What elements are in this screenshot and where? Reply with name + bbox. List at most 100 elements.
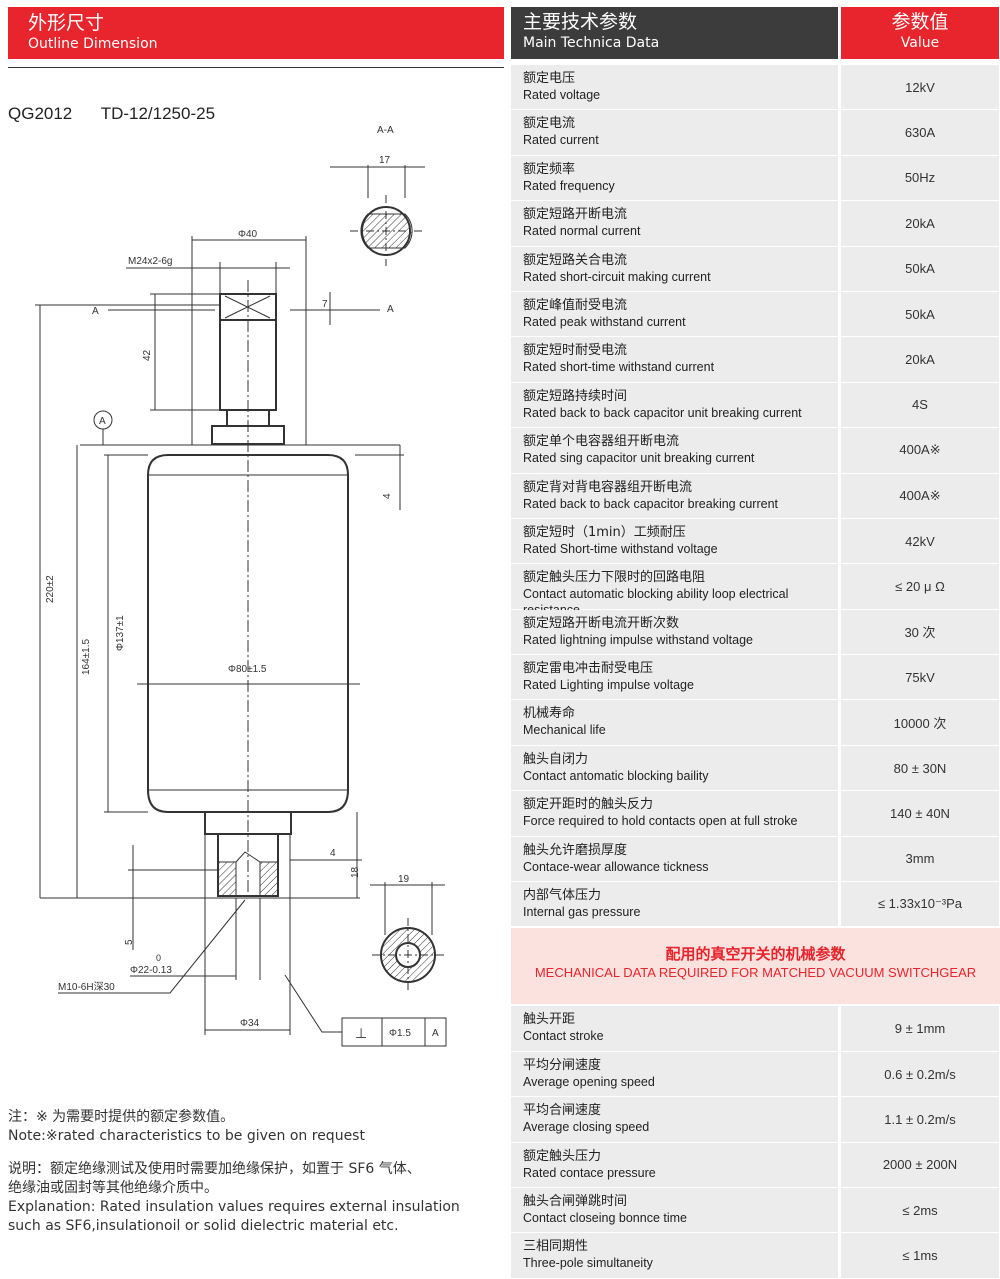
outline-title-cn: 外形尺寸	[28, 12, 105, 34]
param-name-en: Rated back to back capacitor unit breaki…	[523, 405, 802, 420]
param-value: 630A	[841, 110, 999, 155]
param-value: 400A※	[841, 473, 999, 518]
param-name-cn: 额定开距时的触头反力	[523, 797, 654, 813]
value-header-en: Value	[900, 35, 940, 51]
dim-4-bot: 4	[330, 848, 336, 859]
dim-7: 7	[322, 299, 328, 310]
param-name-cn: 额定电压	[523, 71, 576, 86]
param-name-en: Contact stroke	[523, 1029, 604, 1044]
param-value: 4S	[841, 382, 999, 428]
outline-title-en: Outline Dimension	[28, 36, 158, 52]
param-value: 140 ± 40N	[841, 791, 999, 836]
param-name-en: Mechanical life	[523, 723, 606, 738]
param-header-en: Main Technica Data	[523, 35, 660, 51]
dim-18: 18	[350, 866, 361, 878]
note-line-5: Explanation: Rated insulation values req…	[8, 1199, 460, 1215]
param-name-cn: 额定频率	[523, 161, 576, 177]
param-name-cn: 额定触头压力下限时的回路电阻	[523, 570, 706, 586]
param-value: 400A※	[841, 428, 999, 473]
tech-data-panel: 主要技术参数 Main Technica Data 参数值 Value 额定电压…	[511, 7, 1000, 1279]
cut-a-right: A	[387, 304, 394, 315]
param-value: 42kV	[841, 518, 999, 564]
param-value: 80 ± 30N	[841, 745, 999, 791]
param-name-en: Contact antomatic blocking baility	[523, 768, 709, 783]
param-name-cn: 内部气体压力	[523, 888, 602, 904]
param-value: 1.1 ± 0.2m/s	[841, 1097, 999, 1142]
model-type: TD-12/1250-25	[100, 104, 216, 123]
note-line-1: 注：※ 为需要时提供的额定参数值。	[8, 1109, 235, 1125]
outline-panel: 外形尺寸 Outline Dimension QG2012 TD-12/1250…	[8, 7, 504, 1236]
param-name-cn: 额定短时耐受电流	[523, 343, 628, 359]
param-name-en: Rated Lighting impulse voltage	[523, 678, 694, 693]
dim-phi40: Φ40	[238, 229, 258, 240]
divider	[8, 67, 504, 68]
cut-a-left: A	[92, 306, 99, 317]
note-line-2: Note:※rated characteristics to be given …	[8, 1128, 365, 1144]
param-name-en: Rated short-time withstand current	[523, 360, 715, 375]
param-value: 3mm	[841, 836, 999, 882]
value-header-cn: 参数值	[891, 11, 949, 33]
param-value: 2000 ± 200N	[841, 1142, 999, 1187]
param-name-en: Force required to hold contacts open at …	[523, 814, 798, 829]
dim-m10: M10-6H深30	[58, 981, 115, 993]
param-name-cn: 平均分闸速度	[523, 1057, 602, 1073]
param-value: 20kA	[841, 337, 999, 382]
dim-phi137: Φ137±1	[115, 615, 126, 651]
param-name-cn: 额定短路开断电流	[523, 207, 628, 223]
param-name-cn: 触头允许磨损厚度	[523, 842, 628, 858]
param-name-cn: 额定电流	[523, 116, 576, 132]
dim-17: 17	[379, 155, 391, 166]
param-name-cn: 额定短路关合电流	[523, 252, 628, 268]
dim-phi22: Φ22-0.13	[130, 965, 172, 976]
dim-220: 220±2	[45, 575, 56, 603]
param-name-en: Three-pole simultaneity	[523, 1256, 653, 1271]
notes: 注：※ 为需要时提供的额定参数值。 Note:※rated characteri…	[8, 1108, 503, 1236]
tol-symbol: ⊥	[355, 1025, 367, 1041]
param-name-cn: 触头开距	[523, 1012, 576, 1028]
note-line-3: 说明：额定绝缘测试及使用时需要加绝缘保护，如置于 SF6 气体、	[8, 1161, 421, 1177]
param-name-cn: 平均合闸速度	[523, 1103, 602, 1119]
note-line-4: 绝缘油或固封等其他绝缘介质中。	[8, 1180, 218, 1196]
param-value: ≤ 1.33x10⁻³Pa	[841, 882, 999, 927]
model-line: QG2012 TD-12/1250-25	[8, 104, 239, 124]
param-value: ≤ 1ms	[841, 1233, 999, 1278]
param-value: 10000 次	[841, 700, 999, 745]
value-header: 参数值 Value	[841, 7, 999, 59]
dim-42: 42	[142, 349, 153, 361]
param-name-en: Average closing speed	[523, 1120, 650, 1135]
param-name-cn: 额定触头压力	[523, 1148, 602, 1164]
